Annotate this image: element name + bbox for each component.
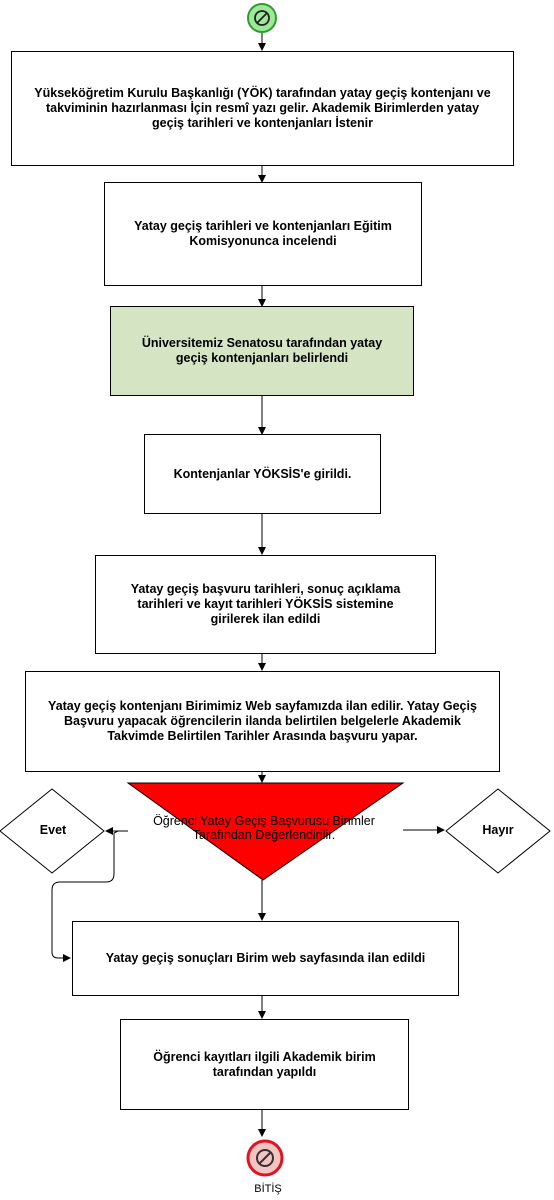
- step-results-announced: Yatay geçiş sonuçları Birim web sayfasın…: [72, 921, 459, 996]
- step-commission-review: Yatay geçiş tarihleri ve kontenjanları E…: [104, 182, 422, 286]
- diamond-hayir: [445, 788, 551, 874]
- decision-no-label: Hayır: [482, 823, 514, 837]
- end-label: BİTİŞ: [254, 1183, 282, 1195]
- diamond-evet: [0, 788, 105, 874]
- prohibited-icon: [256, 1149, 274, 1167]
- prohibited-icon: [254, 10, 270, 26]
- step-web-announcement: Yatay geçiş kontenjanı Birimimiz Web say…: [25, 671, 500, 772]
- decision-shape: [126, 782, 405, 881]
- step-senate-decision: Üniversitemiz Senatosu tarafından yatay …: [110, 306, 414, 396]
- decision-yes-label: Evet: [39, 823, 67, 837]
- step-yok-letter: Yükseköğretim Kurulu Başkanlığı (YÖK) ta…: [11, 51, 514, 166]
- start-node: [247, 3, 277, 33]
- decision-label: Öğrenci Yatay Geçiş Başvurusu Birimler T…: [153, 814, 375, 842]
- step-yoksis-dates: Yatay geçiş başvuru tarihleri, sonuç açı…: [95, 555, 436, 654]
- step-registration: Öğrenci kayıtları ilgili Akademik birim …: [120, 1019, 409, 1110]
- end-node: [246, 1139, 284, 1177]
- step-yoksis-quota: Kontenjanlar YÖKSİS'e girildi.: [144, 434, 381, 514]
- arrow-evet-s7: [51, 830, 119, 962]
